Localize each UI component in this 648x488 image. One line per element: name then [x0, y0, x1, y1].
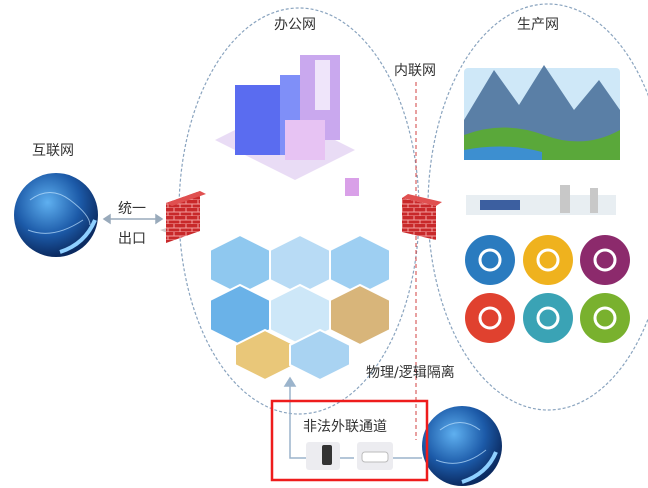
factory-icon: [523, 293, 573, 343]
oil-pump-icon: [523, 235, 573, 285]
isolation-label: 物理/逻辑隔离: [366, 365, 455, 381]
gear-icon: [580, 293, 630, 343]
usb-drive-icon: [357, 442, 393, 470]
unified-exit-label-line2: 出口: [118, 231, 146, 247]
gear-icon-glyph: [593, 306, 617, 330]
oil-pump-icon-glyph: [536, 248, 560, 272]
internet-label: 互联网: [32, 143, 74, 159]
external-globe-icon: [422, 406, 502, 486]
office-network-label: 办公网: [274, 17, 316, 33]
wind-turbine-icon-glyph: [478, 248, 502, 272]
power-landscape-illustration: [464, 65, 620, 160]
wind-turbine-icon: [465, 235, 515, 285]
illegal-channel-label: 非法外联通道: [303, 419, 387, 435]
firewall-icon: [402, 194, 442, 240]
power-plant-illustration: [466, 185, 616, 215]
office-rooms-illustration: [209, 233, 391, 382]
firewall-icon: [160, 191, 206, 243]
bidirectional-arrow: [102, 213, 164, 225]
power-tower-icon: [465, 293, 515, 343]
tanker-icon: [580, 235, 630, 285]
tanker-icon-glyph: [593, 248, 617, 272]
phone-device-icon: [306, 442, 340, 470]
illegal-channel-path: [283, 376, 422, 459]
production-network-label: 生产网: [517, 17, 559, 33]
internet-globe-icon: [14, 173, 98, 257]
office-buildings-illustration: [215, 55, 359, 196]
power-tower-icon-glyph: [478, 306, 502, 330]
factory-icon-glyph: [536, 306, 560, 330]
unified-exit-label-line1: 统一: [118, 201, 146, 217]
illegal-channel-highlight-box: [270, 399, 429, 482]
intranet-label: 内联网: [394, 63, 436, 79]
